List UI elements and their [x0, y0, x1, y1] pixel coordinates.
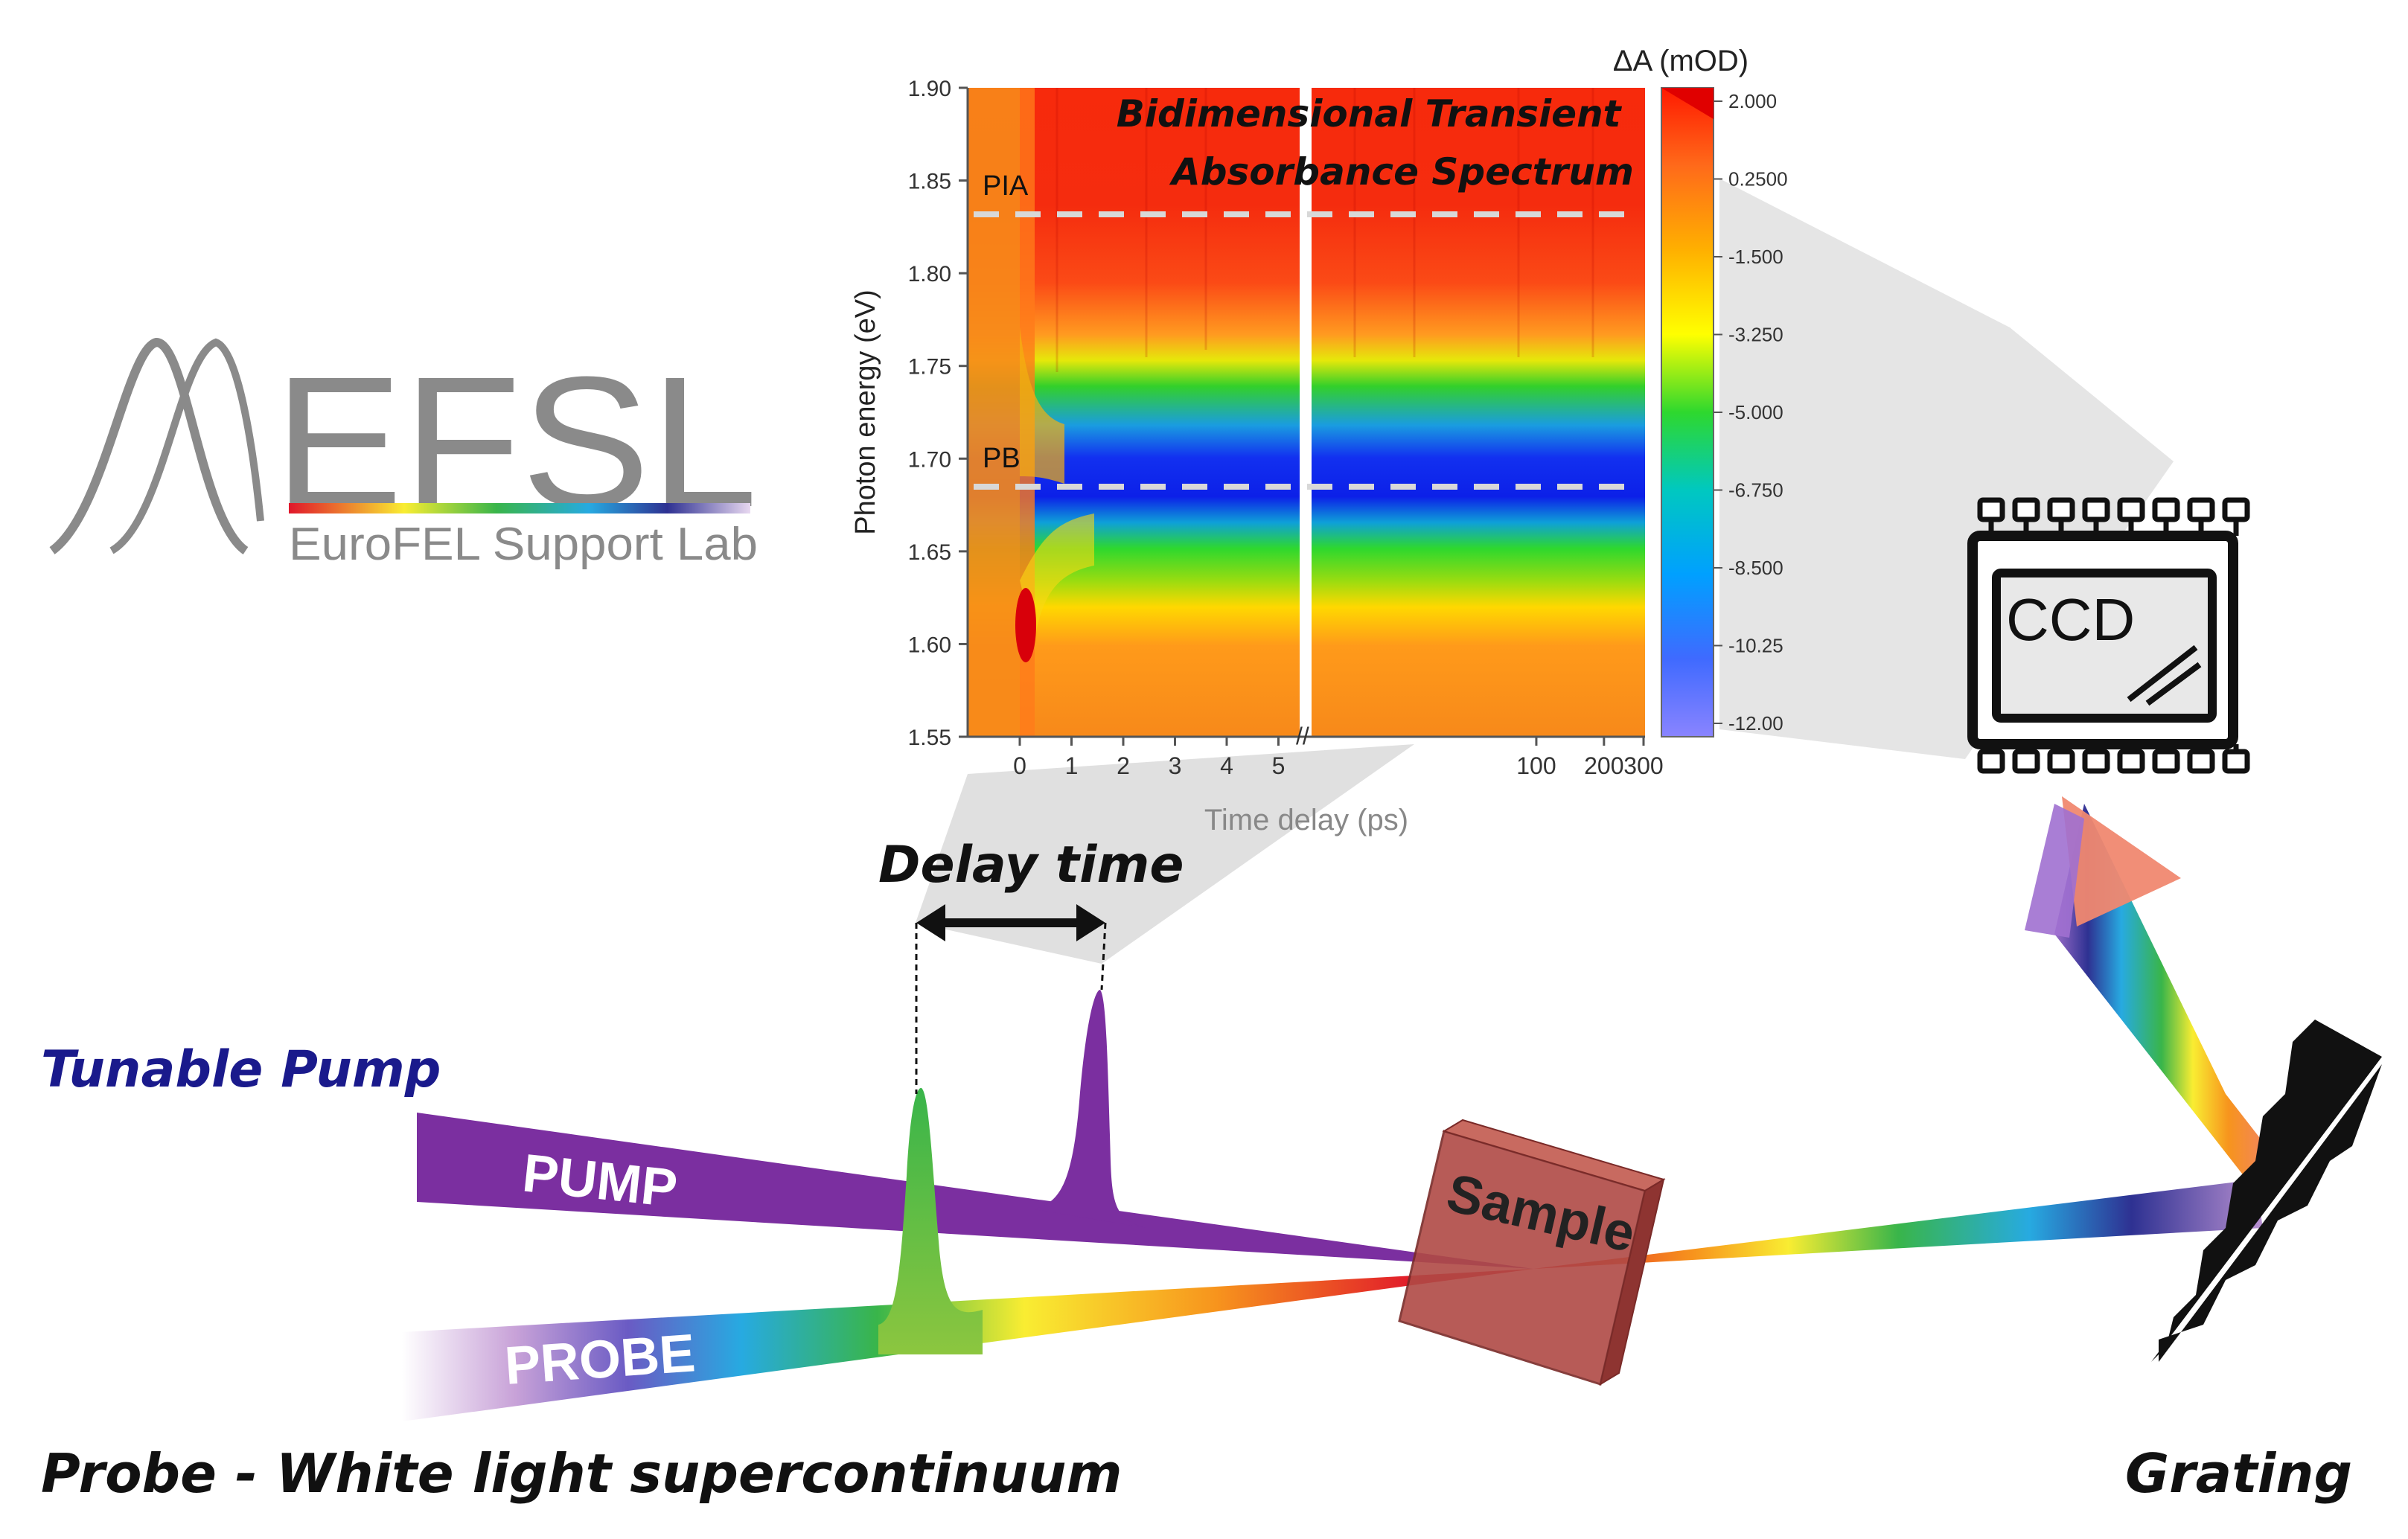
ccd-pin — [2082, 497, 2110, 522]
x-tick-label: 3 — [1169, 752, 1182, 779]
y-tick-label: 1.80 — [908, 262, 951, 287]
colorbar-tick-label: -5.000 — [1728, 401, 1783, 423]
axis-break-band — [1300, 88, 1312, 737]
y-tick-label: 1.85 — [908, 170, 951, 194]
pb-marker-label: PB — [983, 443, 1021, 474]
ccd-pin — [2152, 749, 2180, 774]
colorbar-tick-label: -3.250 — [1728, 324, 1783, 346]
x-tick-label: 0 — [1013, 752, 1026, 779]
logo-tagline: EuroFEL Support Lab — [289, 519, 758, 570]
ccd-window — [1992, 569, 2217, 723]
colorbar-tick-label: -10.25 — [1728, 635, 1783, 657]
grating-body — [2151, 1020, 2382, 1362]
x-tick-label: 100 — [1516, 752, 1556, 779]
y-axis-label: Photon energy (eV) — [850, 289, 881, 535]
axis-break-mark: // — [1296, 723, 1309, 749]
colorbar-tick-label: -1.500 — [1728, 246, 1783, 268]
ccd-pin — [2047, 749, 2075, 774]
x-tick-label: 200 — [1584, 752, 1623, 779]
ccd-pin — [2222, 497, 2250, 522]
y-tick-label: 1.65 — [908, 540, 951, 565]
delay-time-label: Delay time — [878, 836, 1184, 895]
tunable-pump-label: Tunable Pump — [41, 1040, 441, 1099]
diffracted-arrow-head — [2062, 796, 2181, 927]
sample-block: Sample — [1398, 1119, 1666, 1386]
colorbar-tick-label: -6.750 — [1728, 479, 1783, 502]
x-tick-label: 4 — [1220, 752, 1233, 779]
colorbar-ticks: 2.000 0.2500 -1.500 -3.250 -5.000 -6.750 -8.50… — [1714, 90, 1788, 735]
colorbar-label: ΔA (mOD) — [1613, 45, 1748, 77]
logo-rainbow-bar — [289, 503, 750, 513]
colorbar-tick-label: -8.500 — [1728, 557, 1783, 579]
colorbar-tick-label: 2.000 — [1728, 90, 1777, 112]
logo-name: EFSL — [274, 338, 758, 545]
grating-label: Grating — [2125, 1442, 2352, 1505]
transmitted-beam — [1533, 1180, 2263, 1269]
y-tick-label: 1.70 — [908, 447, 951, 472]
colorbar — [1661, 87, 1714, 737]
zoom-cone-delay — [916, 744, 1414, 964]
ccd-pins-top — [1977, 497, 2250, 536]
x-tick-label: 300 — [1623, 752, 1663, 779]
pump-beam — [417, 1113, 1533, 1269]
efsl-logo: EFSL EuroFEL Support Lab — [49, 337, 758, 570]
x-tick-label: 5 — [1272, 752, 1286, 779]
y-tick-label: 1.55 — [908, 726, 951, 750]
ccd-pin — [2012, 497, 2040, 522]
ccd-pin — [2152, 497, 2180, 522]
y-tick-label: 1.90 — [908, 77, 951, 101]
probe-caption: Probe - White light supercontinuum — [41, 1442, 1122, 1505]
ccd-detector: CCD — [1967, 497, 2250, 774]
early-signal-blob — [1015, 588, 1036, 662]
probe-pulse-peak — [878, 1087, 983, 1354]
ccd-pin — [2047, 497, 2075, 522]
pump-pulse-peak — [1035, 990, 1146, 1228]
colorbar-tick-label: 0.2500 — [1728, 168, 1788, 191]
logo-wave-icon — [49, 337, 249, 554]
ccd-pin — [2117, 749, 2145, 774]
x-tick-label: 1 — [1065, 752, 1079, 779]
grating — [2151, 1020, 2382, 1362]
y-tick-label: 1.60 — [908, 633, 951, 657]
ccd-pin — [1977, 497, 2005, 522]
ccd-pin — [2012, 749, 2040, 774]
ccd-pin — [1977, 749, 2005, 774]
diffracted-beam — [2025, 796, 2278, 1191]
delay-time-indicator: Delay time — [878, 836, 1184, 1094]
y-axis-ticks: 1.55 1.60 1.65 1.70 1.75 1.80 1.85 1.90 — [908, 77, 968, 750]
ccd-pin — [2222, 749, 2250, 774]
ccd-pin — [2187, 749, 2215, 774]
colorbar-tick-label: -12.00 — [1728, 712, 1783, 735]
x-axis-label: Time delay (ps) — [1204, 804, 1408, 836]
ccd-label: CCD — [2006, 586, 2135, 653]
ccd-pin — [2187, 497, 2215, 522]
pia-marker-label: PIA — [983, 170, 1029, 202]
y-tick-label: 1.75 — [908, 355, 951, 380]
heatmap-chart: PIA PB Bidimensional Transient Absorbanc… — [850, 45, 1788, 836]
ccd-pin — [2117, 497, 2145, 522]
probe-beam-label: PROBE — [503, 1323, 697, 1396]
x-tick-label: 2 — [1117, 752, 1130, 779]
chart-title: Bidimensional Transient Absorbance Spect… — [1117, 92, 1634, 193]
ccd-pin — [2082, 749, 2110, 774]
